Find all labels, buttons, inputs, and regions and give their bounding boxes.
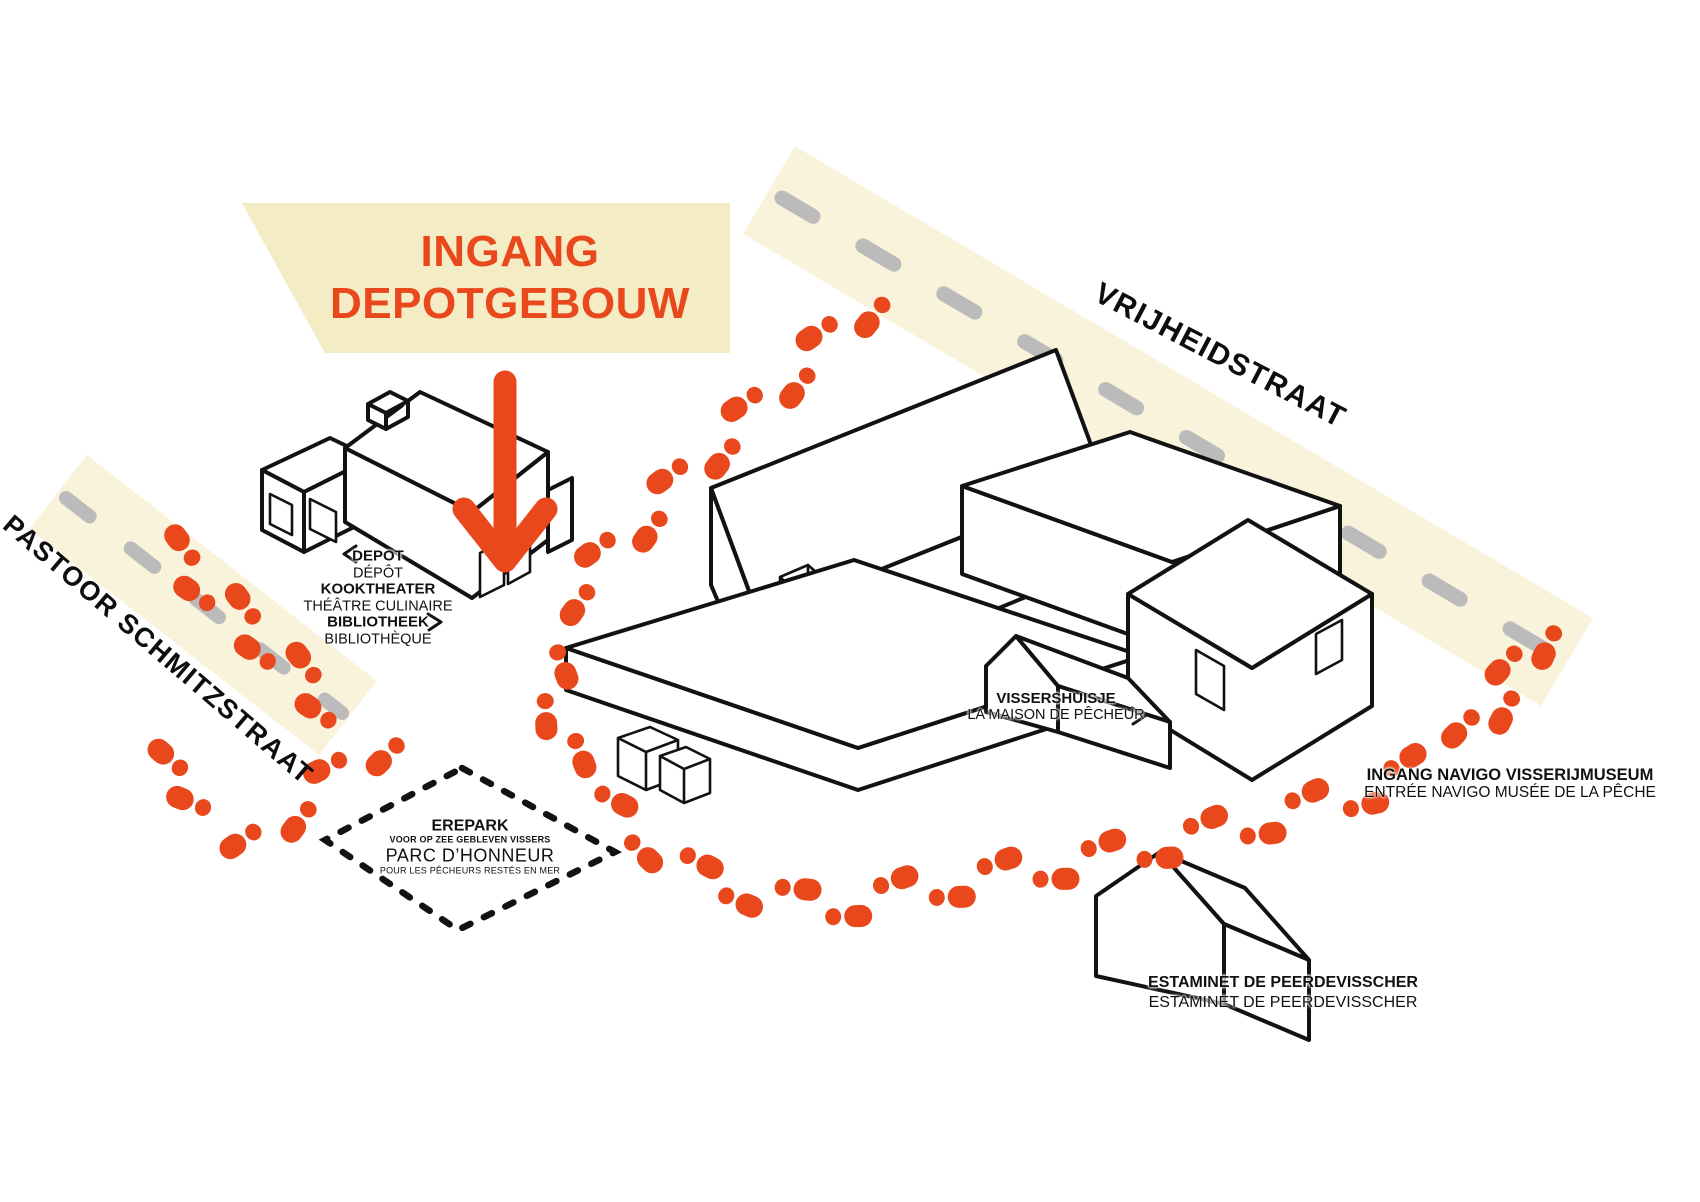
entrance-door [1194, 648, 1226, 712]
footprint-icon [618, 829, 668, 878]
footprint-icon [642, 453, 693, 499]
vissershuisje-building [984, 634, 1172, 770]
footprint-icon [1484, 686, 1526, 739]
vissershuisje-label-line: VISSERSHUISJE [996, 690, 1116, 707]
erepark-label-line: PARC D’HONNEUR [385, 845, 555, 866]
footprint-icon [569, 526, 621, 573]
estaminet-label-line: ESTAMINET DE PEERDEVISSCHER [1148, 994, 1418, 1011]
footprint-icon [773, 875, 823, 902]
depot-label-line: BIBLIOTHÈQUE [324, 631, 432, 647]
vissershuisje-label: VISSERSHUISJE LA MAISON DE PÊCHEUR [967, 690, 1145, 724]
footprint-icon [215, 818, 267, 864]
depot-label-line: DEPOT [352, 547, 404, 565]
erepark-label-line: POUR LES PÊCHEURS RESTÉS EN MER [379, 865, 561, 876]
footprint-icon [1238, 820, 1288, 848]
footprint-icon [276, 796, 322, 848]
entrance-window [1314, 618, 1344, 676]
footprint-icon [1179, 801, 1232, 840]
footprint-icon [555, 579, 601, 631]
footprint-icon [824, 904, 873, 928]
depot-label-line: THÉÂTRE CULINAIRE [303, 598, 453, 614]
street-vrijheidstraat [743, 146, 1593, 706]
footprint-icon [143, 734, 194, 782]
footprint-icon [716, 381, 768, 427]
estaminet-label-line: ESTAMINET DE PEERDEVISSCHER [1148, 974, 1418, 991]
depot-label-line: KOOKTHEATER [320, 580, 436, 598]
footprint-icon [162, 782, 215, 821]
footprint-icon [1436, 704, 1486, 754]
footprint-icon [533, 692, 558, 741]
footprint-icon [928, 885, 977, 909]
entrance-callout: INGANG DEPOTGEBOUW [242, 203, 730, 353]
footprint-icon [627, 505, 673, 557]
footprint-icon [973, 843, 1026, 880]
erepark-label: EREPARK VOOR OP ZEE GEBLEVEN VISSERS PAR… [380, 818, 560, 877]
vissershuisje-label-line: LA MAISON DE PÊCHEUR [967, 707, 1145, 723]
navigo-entrance-label: INGANG NAVIGO VISSERIJMUSEUM ENTRÉE NAVI… [1364, 766, 1656, 802]
entrance-arrow-icon [452, 370, 558, 573]
navigo-entrance-label-line: INGANG NAVIGO VISSERIJMUSEUM [1366, 766, 1654, 784]
erepark-label-line: VOOR OP ZEE GEBLEVEN VISSERS [389, 834, 551, 845]
depot-label-line: DÉPÔT [353, 565, 403, 581]
footprint-icon [590, 780, 643, 822]
footprint-icon [1077, 825, 1130, 862]
footprint-icon [714, 882, 767, 922]
bibliotheek-leader-icon [426, 612, 443, 632]
depot-label-line: BIBLIOTHEEK [327, 613, 429, 631]
footprint-icon [791, 310, 843, 356]
estaminet-label: ESTAMINET DE PEERDEVISSCHER ESTAMINET DE… [1148, 973, 1418, 1013]
callout-line2: DEPOTGEBOUW [330, 279, 690, 328]
footprint-icon [675, 842, 728, 884]
erepark-label-line: EREPARK [431, 817, 509, 835]
footprint-icon [361, 732, 410, 781]
estaminet-building [1094, 850, 1311, 1042]
navigo-entrance-building [1126, 518, 1374, 782]
erepark-boundary [318, 764, 623, 934]
depot-leader-icon [342, 544, 358, 564]
footprint-icon [869, 862, 922, 899]
footprint-icon [774, 362, 821, 414]
footprint-icon [562, 729, 600, 782]
depot-label: DEPOT DÉPÔT KOOKTHEATER THÉÂTRE CULINAIR… [303, 547, 453, 648]
footprint-icon [1032, 867, 1080, 891]
vissershuisje-leader-icon [1130, 706, 1147, 726]
navigo-entrance-label-line: ENTRÉE NAVIGO MUSÉE DE LA PÊCHE [1364, 784, 1656, 801]
footprint-icon [1280, 774, 1333, 815]
callout-line1: INGANG [420, 227, 600, 276]
